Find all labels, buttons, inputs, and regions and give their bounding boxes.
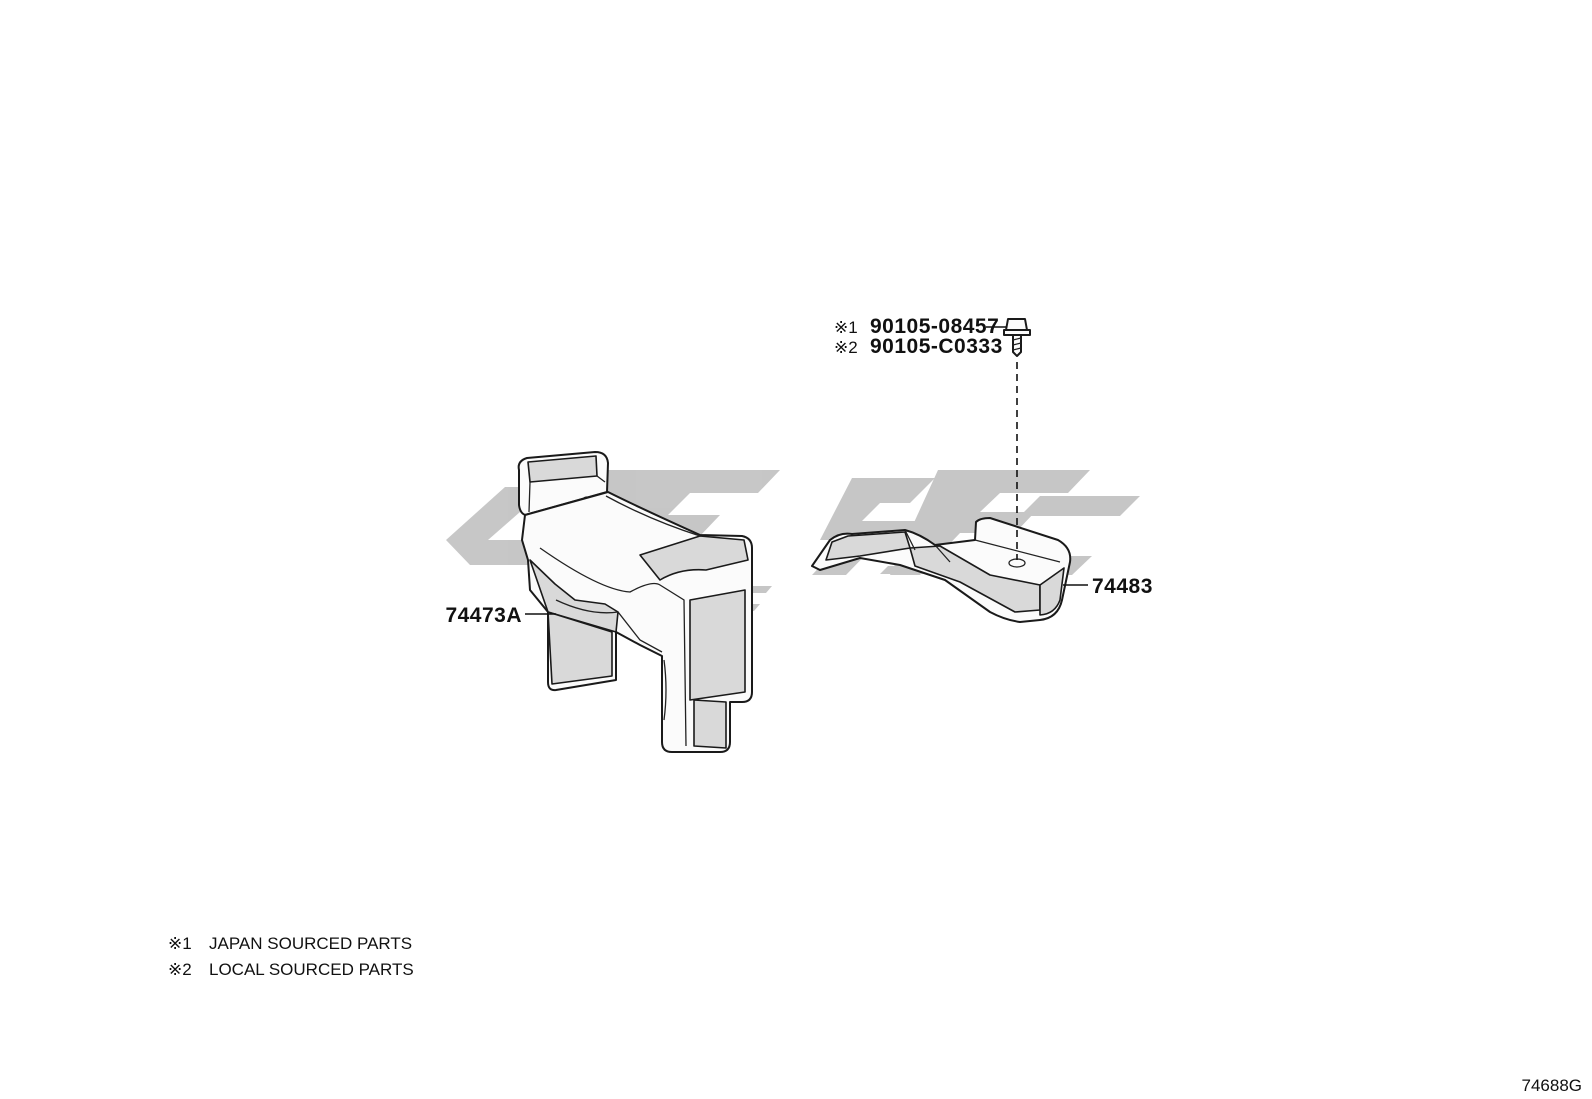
illustration-code: 74688G xyxy=(1522,1076,1583,1095)
part-label-bolt-90105-C0333[interactable]: 90105-C0333 xyxy=(870,335,1003,358)
note-marker-1: ※1 xyxy=(168,934,192,953)
note-text-japan-sourced: JAPAN SOURCED PARTS xyxy=(209,934,412,953)
note-marker-2: ※2 xyxy=(168,960,192,979)
bolt-marker-2: ※2 xyxy=(834,338,858,357)
part-label-bolt-90105-08457[interactable]: 90105-08457 xyxy=(870,315,999,338)
part-label-74483[interactable]: 74483 xyxy=(1092,575,1153,598)
cover-74483-drawing xyxy=(811,517,1072,623)
bolt-drawing xyxy=(1003,318,1031,560)
cover-74473A-drawing xyxy=(517,451,753,753)
note-text-local-sourced: LOCAL SOURCED PARTS xyxy=(209,960,414,979)
bolt-marker-1: ※1 xyxy=(834,318,858,337)
part-label-74473A[interactable]: 74473A xyxy=(445,604,522,627)
